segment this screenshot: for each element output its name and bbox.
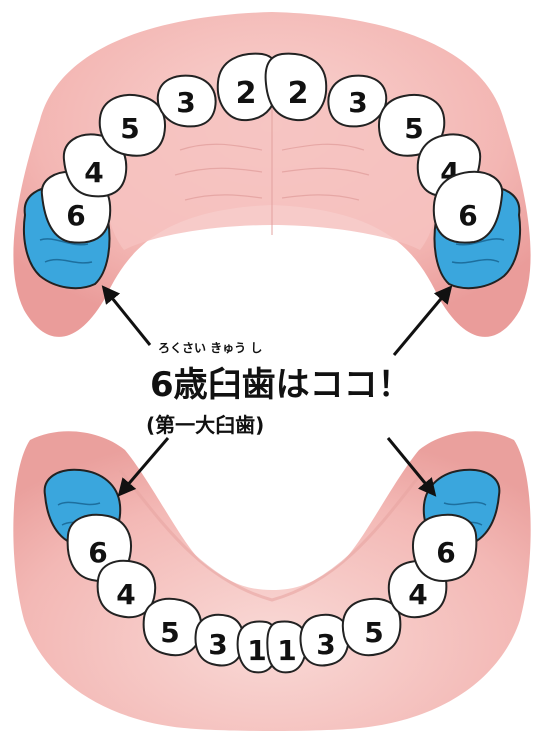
tooth-number: 1 bbox=[277, 634, 296, 667]
tooth-number: 3 bbox=[316, 628, 335, 661]
lower-jaw: 6 4 5 3 1 1 3 5 bbox=[13, 431, 530, 731]
tooth-number: 6 bbox=[66, 199, 85, 232]
tooth-number: 5 bbox=[364, 616, 383, 649]
lower-tooth-5-right: 5 bbox=[343, 599, 401, 655]
upper-tooth-3-left: 3 bbox=[158, 76, 216, 127]
tooth-number: 4 bbox=[116, 578, 135, 611]
upper-jaw: 6 4 5 3 2 2 3 5 bbox=[13, 12, 530, 337]
arrow-upper-left bbox=[104, 288, 150, 345]
lower-tooth-6-right: 6 bbox=[413, 515, 476, 581]
upper-tooth-3-right: 3 bbox=[328, 76, 386, 127]
arrow-upper-right bbox=[394, 288, 450, 355]
tooth-number: 6 bbox=[88, 536, 107, 569]
tooth-number: 3 bbox=[176, 86, 195, 119]
tooth-number: 3 bbox=[208, 628, 227, 661]
tooth-number: 5 bbox=[120, 112, 139, 145]
tooth-number: 4 bbox=[408, 578, 427, 611]
caption-ruby: ろくさい きゅう し bbox=[158, 341, 262, 355]
lower-tooth-3-left: 3 bbox=[196, 615, 244, 666]
tooth-number: 4 bbox=[84, 156, 103, 189]
tooth-number: 5 bbox=[404, 112, 423, 145]
caption-subtitle: (第一大臼歯) bbox=[146, 413, 264, 437]
caption: ろくさい きゅう し 6歳臼歯はココ！ (第一大臼歯) bbox=[146, 341, 412, 437]
caption-title: 6歳臼歯はココ！ bbox=[150, 365, 412, 405]
tooth-number: 2 bbox=[236, 76, 257, 111]
upper-tooth-2-right: 2 bbox=[266, 54, 327, 120]
upper-tooth-5-left: 5 bbox=[100, 95, 165, 156]
tooth-number: 2 bbox=[288, 76, 309, 111]
tooth-number: 3 bbox=[348, 86, 367, 119]
tooth-number: 1 bbox=[247, 634, 266, 667]
tooth-number: 5 bbox=[160, 616, 179, 649]
lower-tooth-5-left: 5 bbox=[144, 599, 202, 655]
tooth-number: 6 bbox=[458, 199, 477, 232]
lower-tooth-3-right: 3 bbox=[301, 615, 349, 666]
tooth-number: 6 bbox=[436, 536, 455, 569]
